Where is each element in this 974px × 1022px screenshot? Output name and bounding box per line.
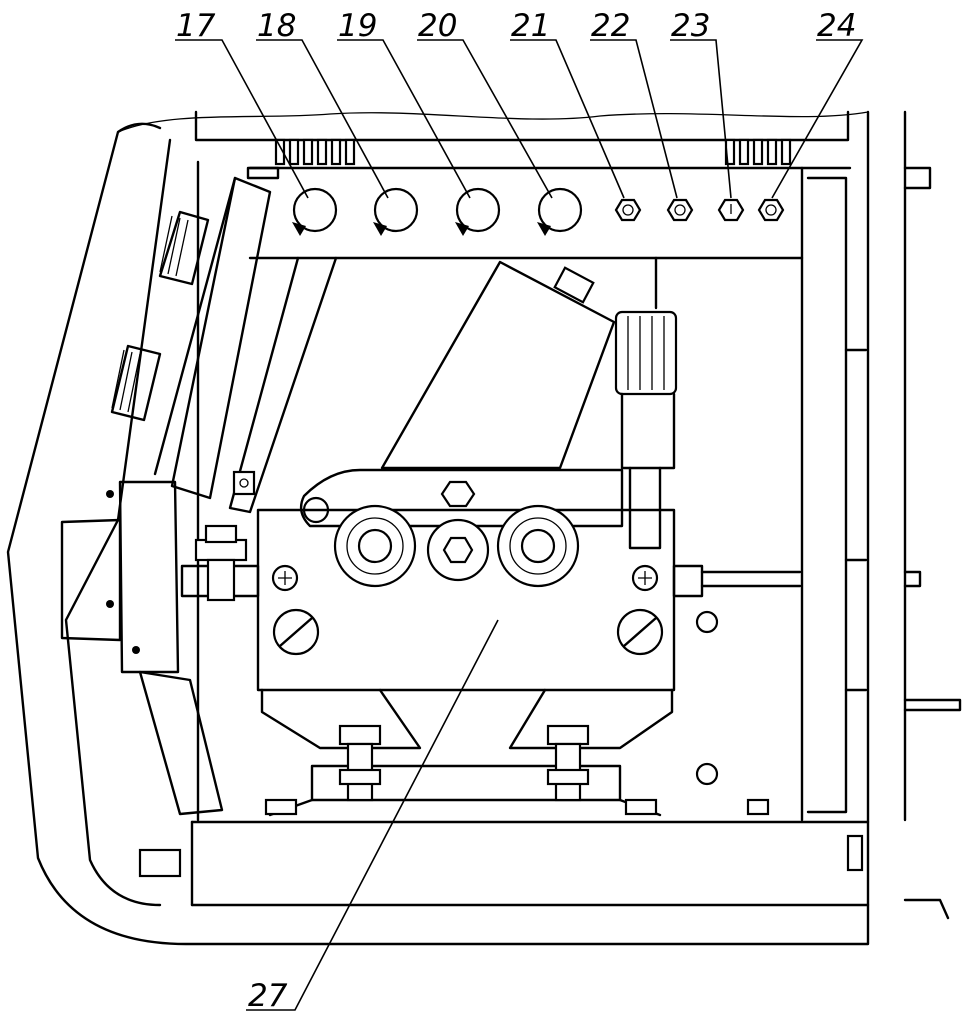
callout-17: 17 xyxy=(176,8,216,44)
knob-17 xyxy=(292,187,338,236)
switch-23 xyxy=(717,198,745,222)
heatsink-left xyxy=(274,138,356,166)
callout-21: 21 xyxy=(511,8,550,44)
leader-lines xyxy=(175,39,864,1011)
callout-23: 23 xyxy=(671,8,710,44)
indicator-22 xyxy=(666,198,694,222)
left-flange xyxy=(60,480,224,878)
right-side xyxy=(695,166,962,872)
knob-18 xyxy=(373,187,419,236)
indicator-21 xyxy=(614,198,642,222)
callout-24: 24 xyxy=(817,8,856,44)
callout-19: 19 xyxy=(338,8,377,44)
feeder-body xyxy=(180,256,802,750)
callout-18: 18 xyxy=(257,8,296,44)
left-board xyxy=(110,166,338,514)
callout-27: 27 xyxy=(248,978,288,1014)
mount-bracket xyxy=(264,724,770,817)
callouts: 17 18 19 20 21 22 23 24 27 xyxy=(176,8,856,1014)
callout-22: 22 xyxy=(591,8,630,44)
knob-19 xyxy=(455,187,501,236)
heatsink-right xyxy=(724,138,792,166)
indicator-24 xyxy=(757,198,785,222)
knob-20 xyxy=(537,187,583,236)
outer-housing xyxy=(6,110,950,946)
callout-20: 20 xyxy=(418,8,457,44)
control-panel xyxy=(196,138,852,822)
